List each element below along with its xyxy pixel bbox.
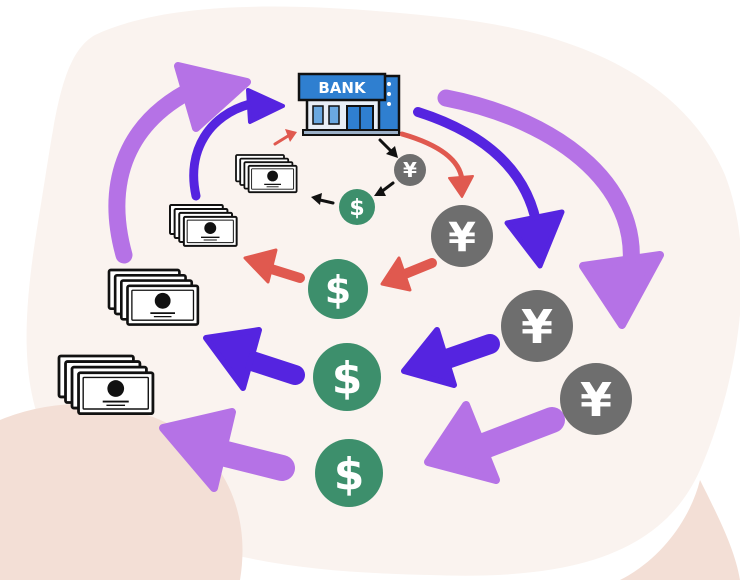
black-arrow-yen-to-dollar	[374, 181, 395, 196]
dollar-coin-icon: $	[313, 343, 381, 411]
indigo-arrow-middle-right	[401, 327, 500, 388]
yen-symbol: ¥	[448, 215, 476, 261]
yen-coin-icon: ¥	[501, 290, 573, 362]
purple-arrow-bottom-left	[159, 408, 295, 492]
dollar-coin-icon: $	[308, 259, 368, 319]
indigo-arrow-left-up	[189, 88, 285, 201]
yen-symbol: ¥	[580, 373, 612, 427]
red-arrow-bank-to-yen	[399, 131, 474, 198]
banknote-stack-icon	[235, 154, 298, 194]
purple-arrow-right-down	[437, 89, 664, 329]
banknote-stack-icon	[57, 354, 155, 416]
red-arrow-up-to-bank	[273, 129, 297, 146]
banknote-stack-icon	[169, 204, 238, 247]
red-arrow-yen-to-dollar	[380, 256, 437, 292]
dollar-symbol: $	[349, 196, 364, 221]
bank-label: BANK	[318, 79, 367, 97]
indigo-arrow-right-down	[413, 107, 565, 269]
yen-coin-icon: ¥	[394, 154, 426, 186]
dollar-symbol: $	[332, 353, 363, 404]
yen-coin-icon: ¥	[560, 363, 632, 435]
dollar-coin-icon: $	[315, 439, 383, 507]
bank-building-icon: BANK	[297, 72, 401, 136]
black-arrow-dollar-to-bills	[311, 193, 335, 205]
black-arrow-bank-to-yen	[378, 138, 398, 158]
purple-arrow-bottom-right	[424, 401, 565, 484]
red-arrow-dollar-to-bills	[243, 248, 305, 284]
yen-symbol: ¥	[521, 300, 553, 354]
dollar-coin-icon: $	[339, 189, 375, 225]
background-corner-right	[620, 480, 740, 580]
banknote-stack-icon	[107, 268, 200, 326]
dollar-symbol: $	[325, 268, 351, 312]
dollar-symbol: $	[334, 449, 365, 500]
yen-symbol: ¥	[403, 158, 417, 182]
yen-coin-icon: ¥	[431, 205, 493, 267]
purple-arrow-left-up	[108, 62, 251, 264]
indigo-arrow-middle-left	[203, 327, 305, 391]
